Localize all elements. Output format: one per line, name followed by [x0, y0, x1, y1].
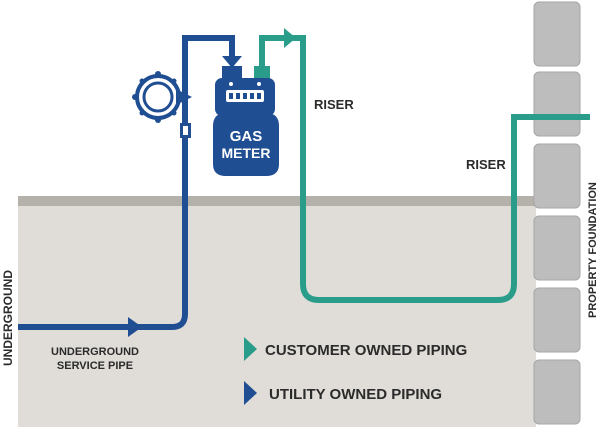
- underground-label: UNDERGROUND: [1, 270, 15, 366]
- property-foundation-label: PROPERTY FOUNDATION: [587, 182, 599, 318]
- meter-label-line1: GAS: [230, 128, 263, 145]
- foundation-block: [533, 215, 581, 281]
- service-pipe-label-line1: UNDERGROUND: [51, 346, 139, 358]
- underground-area: [18, 200, 536, 427]
- flow-arrow-icon: [128, 317, 142, 337]
- riser-label-upper: RISER: [314, 97, 354, 112]
- shutoff-valve-icon: [132, 71, 192, 123]
- meter-label-line2: METER: [222, 145, 271, 161]
- foundation-block: [533, 1, 581, 67]
- flow-arrow-icon: [222, 56, 242, 68]
- riser-label-lower: RISER: [466, 157, 506, 172]
- property-foundation: [533, 1, 581, 425]
- foundation-block: [533, 359, 581, 425]
- foundation-block: [533, 143, 581, 209]
- customer-riser-pipe: [259, 35, 590, 303]
- customer-legend-marker-icon: [244, 337, 257, 361]
- foundation-block: [533, 71, 581, 137]
- gas-meter: GAS METER: [213, 66, 279, 176]
- utility-legend-marker-icon: [244, 381, 257, 405]
- pipe-fitting-icon: [180, 123, 191, 138]
- legend-utility-label: UTILITY OWNED PIPING: [269, 386, 442, 403]
- flow-arrow-icon: [284, 28, 296, 48]
- legend: CUSTOMER OWNED PIPING UTILITY OWNED PIPI…: [244, 337, 467, 405]
- legend-customer-label: CUSTOMER OWNED PIPING: [265, 342, 467, 359]
- foundation-block: [533, 287, 581, 353]
- service-pipe-label-line2: SERVICE PIPE: [57, 360, 133, 372]
- ground-surface-line: [18, 196, 536, 206]
